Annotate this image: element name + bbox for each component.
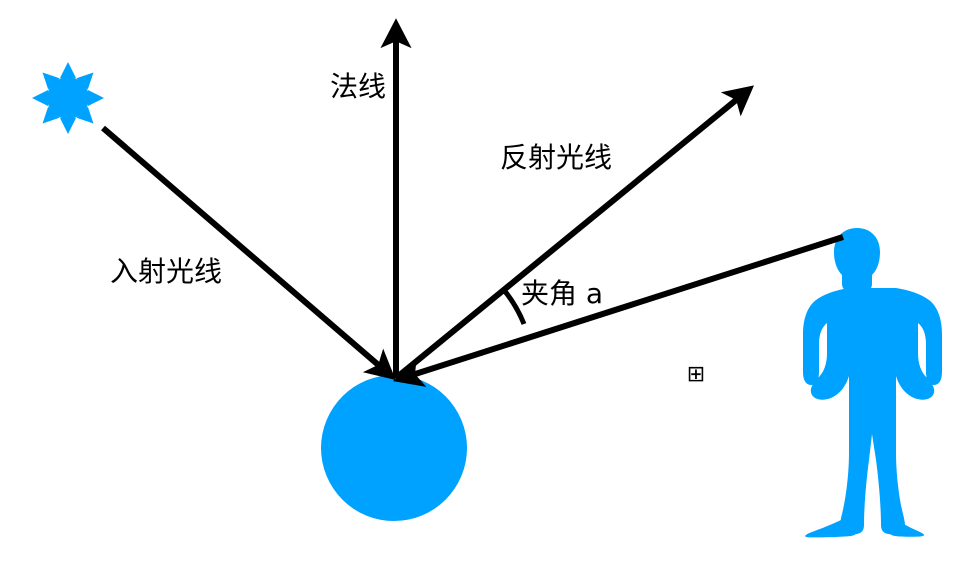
sun-icon [32, 62, 104, 134]
sun-rays [32, 62, 104, 134]
label-angle: 夹角 a [521, 277, 603, 310]
label-normal: 法线 [330, 70, 386, 103]
label-incident-ray: 入射光线 [110, 255, 222, 288]
sun-core [47, 77, 89, 119]
plus-in-square-marker: ⊞ [686, 362, 706, 387]
observer-sightline-arrow [393, 234, 844, 387]
reflected-ray-arrow [394, 85, 755, 381]
label-reflected-ray: 反射光线 [500, 141, 612, 174]
observer-person [803, 228, 942, 538]
reflective-sphere [321, 375, 467, 521]
angle-arc [502, 288, 527, 325]
incident-ray-arrow [101, 125, 396, 380]
